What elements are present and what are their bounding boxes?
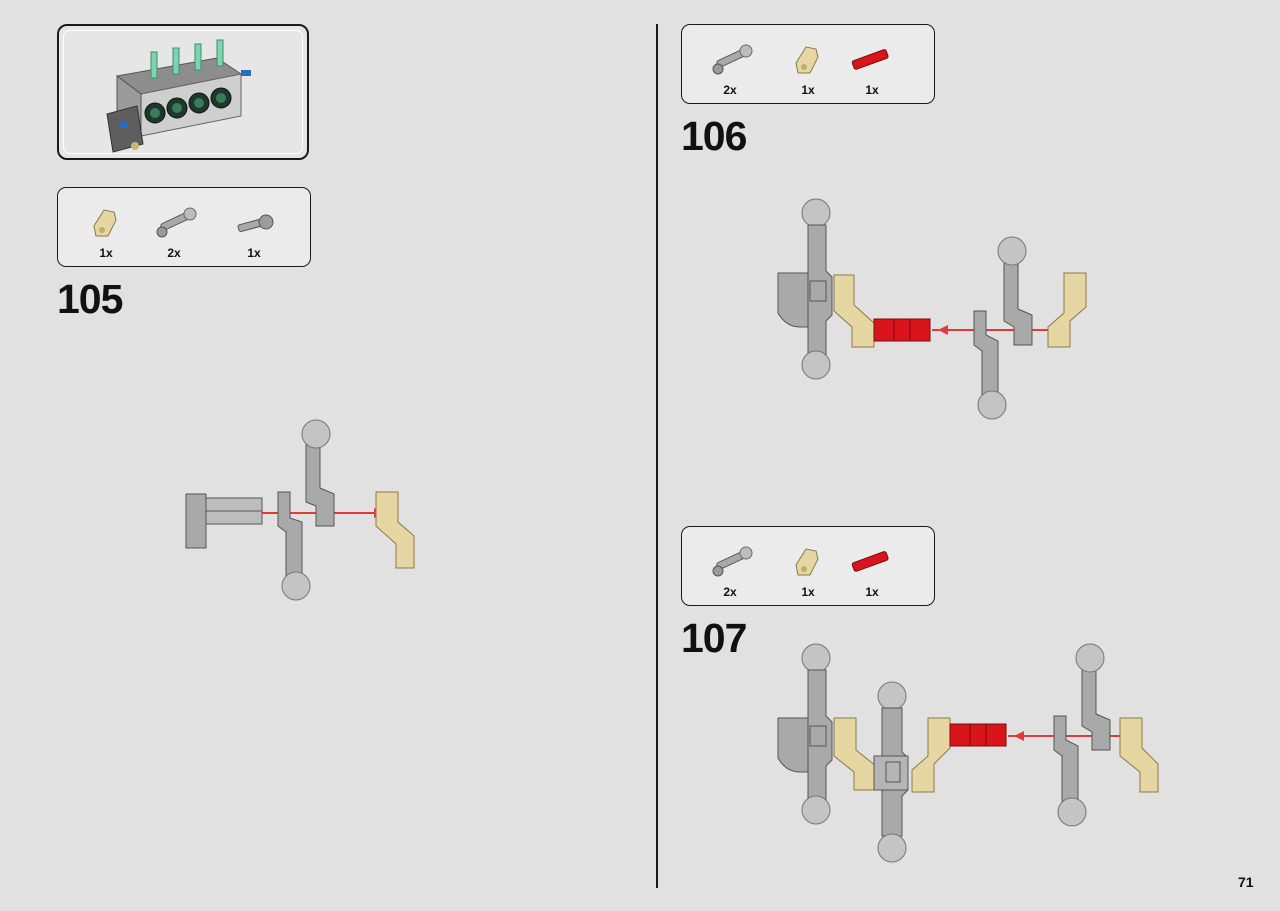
- step-number-107: 107: [681, 615, 747, 661]
- step-106-illustration: [777, 198, 1087, 420]
- page-number: 71: [1238, 874, 1254, 890]
- part-quantity: 1x: [247, 246, 261, 260]
- part-item: 1x: [846, 39, 898, 99]
- grey-ball-link-icon: [156, 207, 197, 238]
- step-number-106: 106: [681, 113, 747, 159]
- part-quantity: 2x: [723, 83, 737, 97]
- part-item: 1x: [846, 541, 898, 601]
- red-axle-icon: [851, 551, 889, 572]
- parts-list-step-106: 2x 1x 1x: [681, 24, 935, 104]
- part-quantity: 2x: [167, 246, 181, 260]
- parts-list-step-105: 1x 2x 1x: [57, 187, 311, 267]
- tan-connector-icon: [93, 209, 117, 237]
- engine-block-image: [106, 39, 251, 153]
- grey-ball-link-icon: [712, 546, 753, 577]
- red-axle-icon: [851, 49, 889, 70]
- tan-connector-icon: [795, 46, 819, 74]
- part-item: 2x: [704, 39, 756, 99]
- tan-connector-icon: [795, 548, 819, 576]
- part-item: 1x: [228, 202, 280, 262]
- part-quantity: 1x: [865, 83, 879, 97]
- part-quantity: 2x: [723, 585, 737, 599]
- part-item: 2x: [704, 541, 756, 601]
- subassembly-preview: [57, 24, 309, 160]
- parts-list-step-107: 2x 1x 1x: [681, 526, 935, 606]
- part-quantity: 1x: [99, 246, 113, 260]
- grey-ball-link-icon: [712, 44, 753, 75]
- grey-axle-connector-icon: [237, 214, 274, 233]
- page-divider: [656, 24, 658, 888]
- part-item: 1x: [782, 541, 834, 601]
- part-quantity: 1x: [801, 585, 815, 599]
- part-item: 1x: [80, 202, 132, 262]
- step-105-illustration: [185, 419, 415, 601]
- step-107-illustration: [777, 643, 1159, 863]
- step-number-105: 105: [57, 276, 123, 322]
- part-quantity: 1x: [801, 83, 815, 97]
- part-item: 1x: [782, 39, 834, 99]
- part-quantity: 1x: [865, 585, 879, 599]
- part-item: 2x: [148, 202, 200, 262]
